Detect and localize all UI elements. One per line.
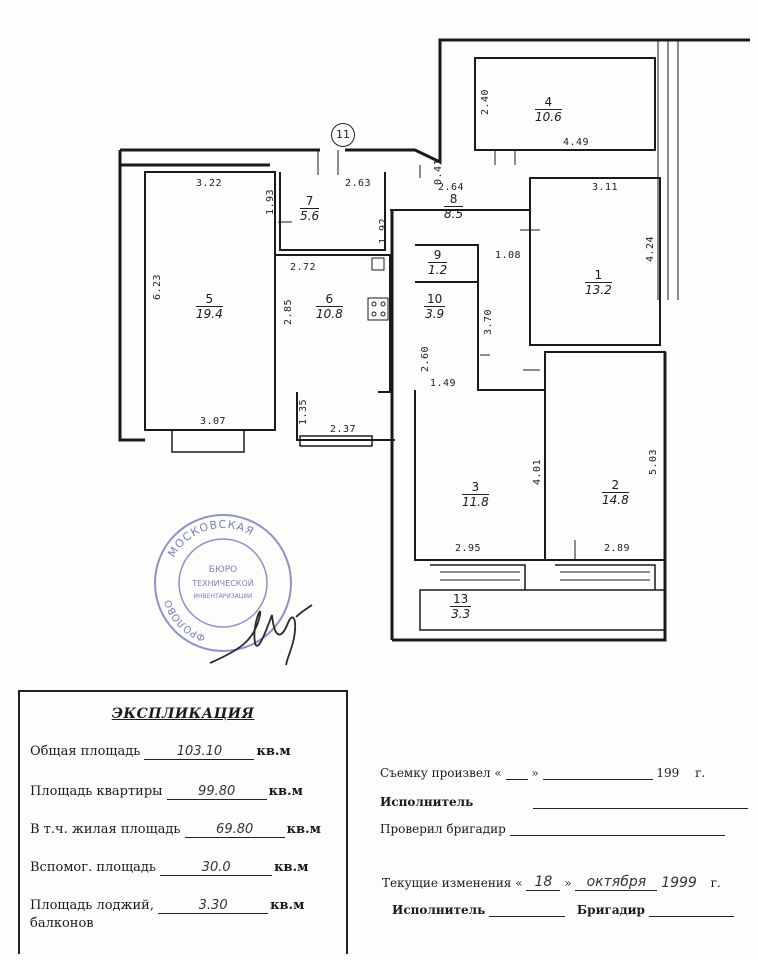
stamp-center-line2: ТЕХНИЧЕСКОЙ [191,577,254,588]
loggia-area-value: 3.30 [158,898,269,914]
dimension: 5.03 [648,448,659,475]
survey-line: Съемку произвел « » 199 г. [380,766,706,780]
dimension: 1.08 [495,250,522,261]
dimension: 3.07 [200,416,227,427]
dimension: 1.49 [430,378,457,389]
dimension: 2.95 [455,543,482,554]
stamp-ring-text: МОСКОВСКАЯ [165,518,255,560]
dimension: 3.11 [592,182,619,193]
stamp-center-line1: БЮРО [209,565,237,575]
handwritten-signature [209,604,313,666]
performer2-line: Исполнитель Бригадир [392,903,734,917]
changes-line: Текущие изменения « 18 » октября 1999 г. [382,874,721,891]
dimension: 3.70 [483,308,494,335]
dimension: 2.40 [480,88,491,115]
explication-title: ЭКСПЛИКАЦИЯ [111,706,255,722]
dimension: 2.37 [330,424,357,435]
dimension: 2.85 [283,298,294,325]
performer-line: Исполнитель [380,795,749,809]
dimension: 2.72 [290,262,317,273]
dimension: 4.24 [645,235,656,262]
dimension: 4.01 [532,458,543,485]
dimension: 2.64 [438,182,465,193]
dimension: 1.92 [378,217,389,244]
svg-text:МОСКОВСКАЯ: МОСКОВСКАЯ [165,518,256,560]
dimension: 6.23 [152,273,163,300]
flat-area-value: 99.80 [166,784,267,800]
dimension: 2.60 [420,345,431,372]
dimension: 2.63 [345,178,372,189]
dimension: 3.22 [196,178,223,189]
explication-row-extra: балконов [30,916,94,931]
stamp-center-line3: ИНВЕНТАРИЗАЦИИ [194,593,253,600]
dimension: 4.49 [563,137,590,148]
living-area-value: 69.80 [184,822,285,838]
checked-line: Проверил бригадир [380,822,725,836]
dimension: 2.89 [604,543,631,554]
stamp-seal: МОСКОВСКАЯ ФРОЛОВО БЮРО ТЕХНИЧЕСКОЙ ИНВЕ… [154,514,292,652]
axis-mark: 11 [331,123,355,147]
dimension: 1.35 [298,398,309,425]
aux-area-value: 30.0 [160,860,273,876]
total-area-value: 103.10 [144,744,255,760]
dimension: 1.93 [265,188,276,215]
